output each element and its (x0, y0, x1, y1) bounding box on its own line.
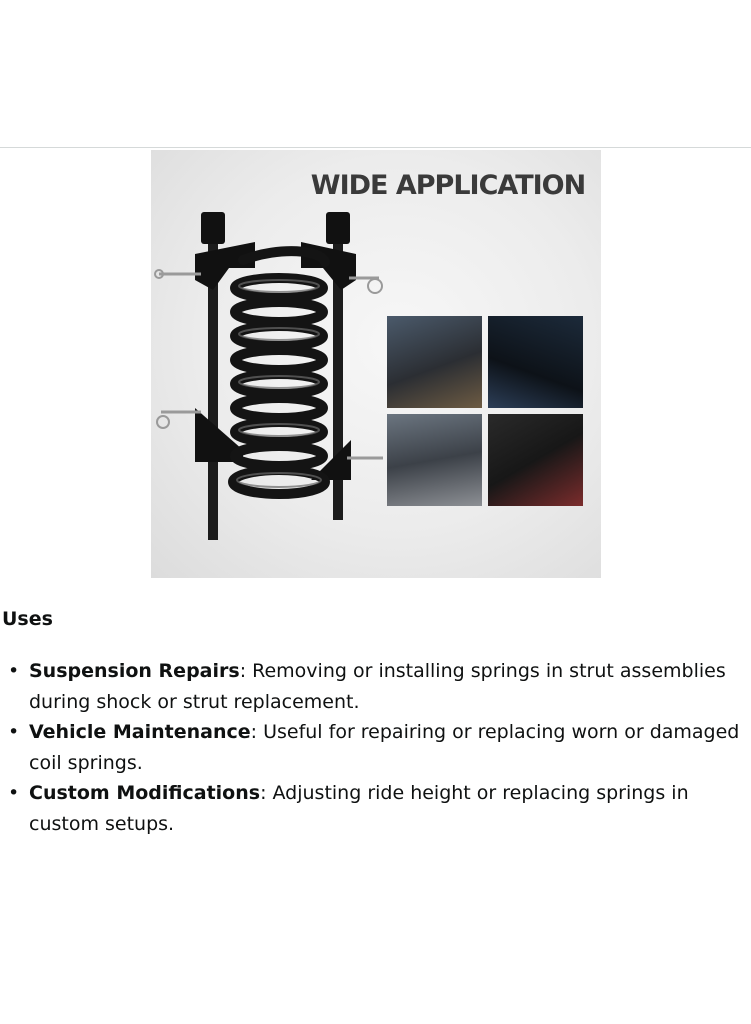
lower-left-jaw (195, 408, 243, 462)
coil-spring (228, 246, 330, 499)
spring-compressor-illustration (154, 212, 383, 540)
photo-mechanic-engine-bay (387, 316, 482, 408)
top-divider (0, 147, 751, 148)
bullet-icon: • (8, 782, 20, 804)
bullet-icon: • (8, 721, 20, 743)
use-title: Custom Modifications (29, 782, 261, 804)
photo-mechanic-workshop (387, 414, 482, 506)
right-threaded-rod (333, 220, 343, 520)
uses-list: • Suspension Repairs: Removing or instal… (0, 656, 751, 839)
list-item: • Suspension Repairs: Removing or instal… (0, 656, 751, 717)
use-description: : Useful for repairing or replacing worn… (29, 721, 740, 774)
upper-left-jaw (195, 242, 255, 290)
product-image[interactable]: WIDE APPLICATION (151, 150, 601, 578)
uses-heading: Uses (2, 608, 53, 630)
use-title: Vehicle Maintenance (29, 721, 251, 743)
bullet-icon: • (8, 660, 20, 682)
use-title: Suspension Repairs (29, 660, 240, 682)
use-description: : Adjusting ride height or replacing spr… (29, 782, 689, 835)
list-item: • Vehicle Maintenance: Useful for repair… (0, 717, 751, 778)
right-hex-head (326, 212, 350, 244)
photo-suspension-work (488, 316, 583, 408)
use-description: : Removing or installing springs in stru… (29, 660, 726, 713)
list-item: • Custom Modifications: Adjusting ride h… (0, 778, 751, 839)
application-photos (387, 316, 585, 508)
left-threaded-rod (208, 220, 218, 540)
left-hex-head (201, 212, 225, 244)
lower-right-jaw (311, 440, 351, 480)
image-heading: WIDE APPLICATION (310, 170, 586, 201)
photo-engine-closeup (488, 414, 583, 506)
